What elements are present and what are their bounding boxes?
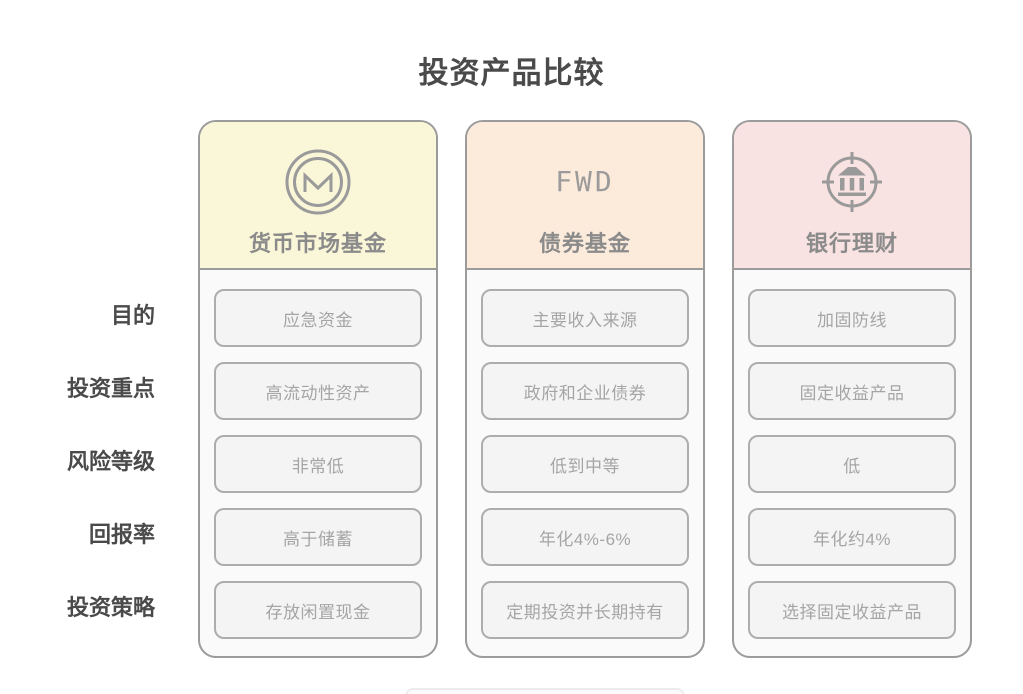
product-name: 债券基金 [538, 231, 631, 256]
product-card-money-market-fund: 货币市场基金 应急资金 高流动性资产 非常低 高于储蓄 存放闲置现金 [198, 120, 438, 658]
row-label-risk-level: 风险等级 [66, 449, 155, 474]
row-label-strategy: 投资策略 [66, 595, 155, 620]
monero-coin-icon [284, 148, 352, 216]
cell-investment-focus: 固定收益产品 [748, 362, 956, 420]
card-body-bank-wealth: 加固防线 固定收益产品 低 年化约4% 选择固定收益产品 [734, 270, 970, 639]
cell-investment-focus: 政府和企业债券 [481, 362, 689, 420]
cell-purpose: 加固防线 [748, 289, 956, 347]
cell-purpose: 应急资金 [214, 289, 422, 347]
cell-risk-level: 非常低 [214, 435, 422, 493]
cell-return-rate: 高于储蓄 [214, 508, 422, 566]
cell-return-rate: 年化约4% [748, 508, 956, 566]
cell-purpose: 主要收入来源 [481, 289, 689, 347]
cutoff-box-edge [405, 688, 685, 694]
cell-risk-level: 低 [748, 435, 956, 493]
cell-return-rate: 年化4%-6% [481, 508, 689, 566]
cell-strategy: 存放闲置现金 [214, 581, 422, 639]
page-title: 投资产品比较 [418, 57, 605, 90]
bank-target-icon [817, 148, 887, 216]
cell-strategy: 选择固定收益产品 [748, 581, 956, 639]
product-card-bank-wealth: 银行理财 加固防线 固定收益产品 低 年化约4% 选择固定收益产品 [732, 120, 972, 658]
card-header-bond-fund: FWD 债券基金 [467, 122, 703, 270]
card-header-bank-wealth: 银行理财 [734, 122, 970, 270]
product-name: 银行理财 [805, 231, 898, 256]
cell-investment-focus: 高流动性资产 [214, 362, 422, 420]
card-body-money-market-fund: 应急资金 高流动性资产 非常低 高于储蓄 存放闲置现金 [200, 270, 436, 639]
product-card-bond-fund: FWD 债券基金 主要收入来源 政府和企业债券 低到中等 年化4%-6% 定期投… [465, 120, 705, 658]
card-body-bond-fund: 主要收入来源 政府和企业债券 低到中等 年化4%-6% 定期投资并长期持有 [467, 270, 703, 639]
product-name: 货币市场基金 [248, 231, 387, 256]
row-label-investment-focus: 投资重点 [66, 376, 155, 401]
row-label-return-rate: 回报率 [88, 522, 155, 547]
card-header-money-market-fund: 货币市场基金 [200, 122, 436, 270]
fwd-logo-text: FWD [555, 165, 615, 198]
cell-strategy: 定期投资并长期持有 [481, 581, 689, 639]
row-label-purpose: 目的 [110, 303, 155, 328]
cell-risk-level: 低到中等 [481, 435, 689, 493]
